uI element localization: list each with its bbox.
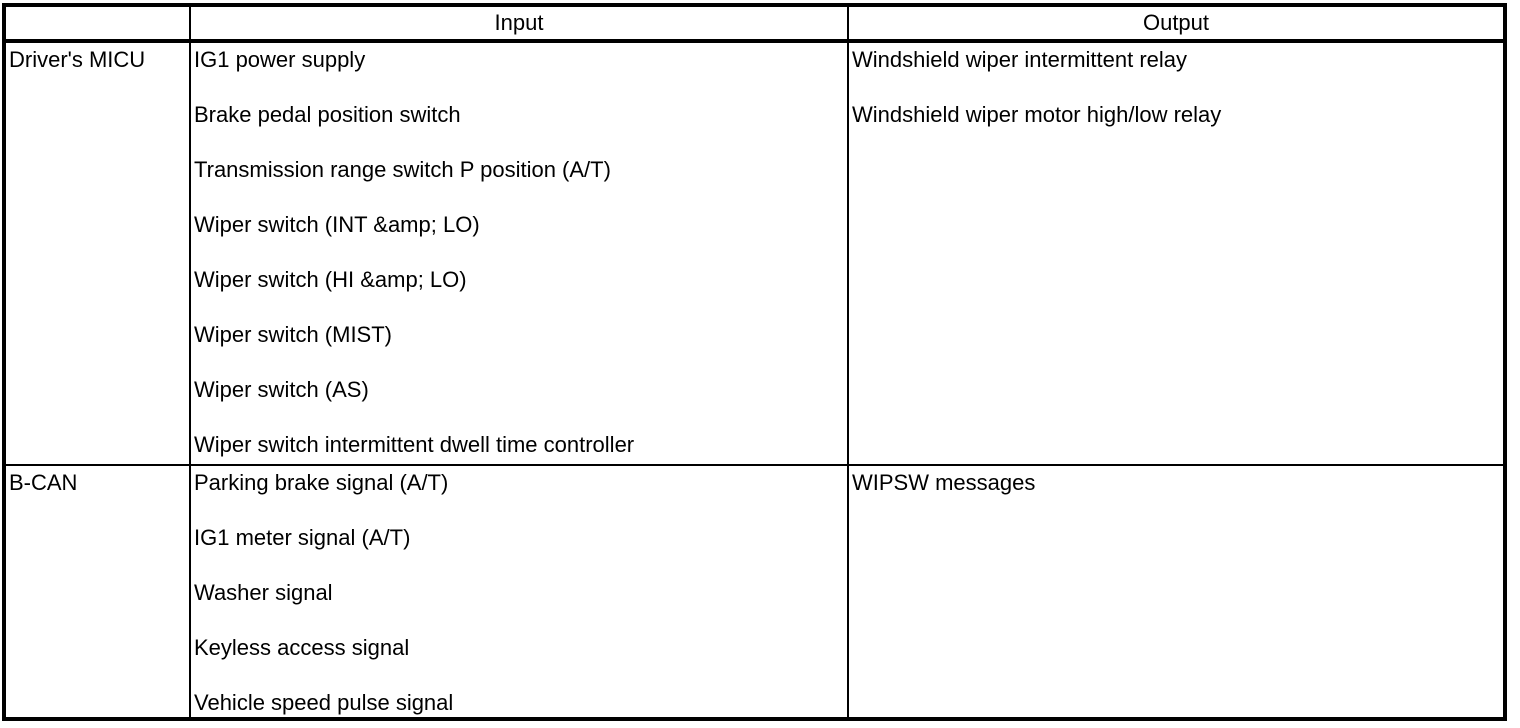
header-input-cell: Input bbox=[191, 7, 849, 43]
input-item: Parking brake signal (A/T) bbox=[194, 470, 449, 495]
header-source-cell bbox=[6, 7, 191, 43]
input-item: Transmission range switch P position (A/… bbox=[194, 157, 611, 182]
input-item: Wiper switch (AS) bbox=[194, 377, 369, 402]
input-item: Keyless access signal bbox=[194, 635, 410, 660]
row-drivers-micu-input-cell: IG1 power supply Brake pedal position sw… bbox=[191, 43, 849, 466]
row-bcan-output-cell: WIPSW messages bbox=[849, 466, 1503, 717]
row-drivers-micu-output-cell: Windshield wiper intermittent relay Wind… bbox=[849, 43, 1503, 466]
input-item: Brake pedal position switch bbox=[194, 102, 461, 127]
input-item: Wiper switch (MIST) bbox=[194, 322, 392, 347]
header-output-cell: Output bbox=[849, 7, 1503, 43]
input-item: IG1 power supply bbox=[194, 47, 366, 72]
source-label: B-CAN bbox=[9, 470, 78, 495]
input-item: Wiper switch (HI &amp; LO) bbox=[194, 267, 467, 292]
row-drivers-micu-source-cell: Driver's MICU bbox=[6, 43, 191, 466]
input-item: Wiper switch (INT &amp; LO) bbox=[194, 212, 480, 237]
output-item: Windshield wiper motor high/low relay bbox=[852, 102, 1222, 127]
input-item: IG1 meter signal (A/T) bbox=[194, 525, 411, 550]
input-item: Wiper switch intermittent dwell time con… bbox=[194, 432, 635, 457]
row-bcan-input-cell: Parking brake signal (A/T) IG1 meter sig… bbox=[191, 466, 849, 717]
output-item: Windshield wiper intermittent relay bbox=[852, 47, 1188, 72]
output-item: WIPSW messages bbox=[852, 470, 1036, 495]
row-bcan-source-cell: B-CAN bbox=[6, 466, 191, 717]
input-item: Washer signal bbox=[194, 580, 333, 605]
input-output-table: Input Output Driver's MICU IG1 power sup… bbox=[2, 3, 1507, 721]
source-label: Driver's MICU bbox=[9, 47, 146, 72]
input-item: Vehicle speed pulse signal bbox=[194, 690, 454, 715]
